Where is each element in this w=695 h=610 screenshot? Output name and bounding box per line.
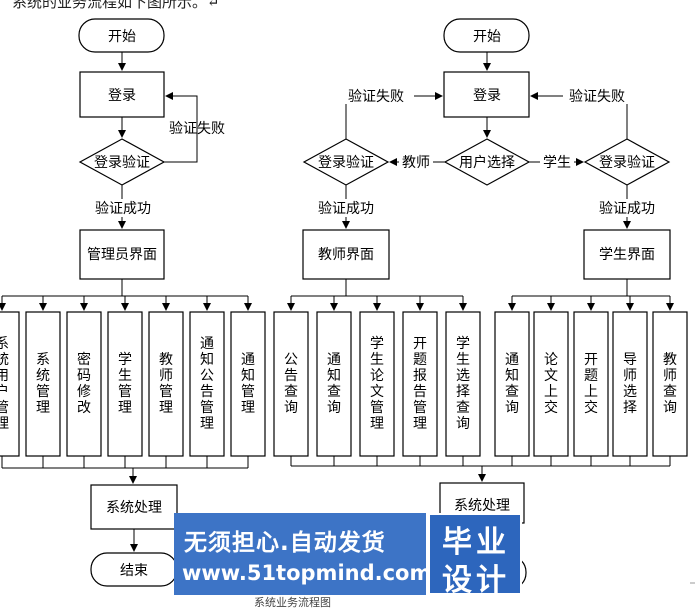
admin-module-label: 密码修改 bbox=[77, 352, 91, 416]
user-select-node bbox=[443, 138, 531, 186]
login-admin-label: 登录 bbox=[108, 88, 136, 104]
start-admin-label: 开始 bbox=[108, 29, 136, 45]
fail-teacher-label: 验证失败 bbox=[348, 89, 404, 105]
student-module-label: 导师选择 bbox=[623, 352, 637, 416]
branch-student-label: 学生 bbox=[543, 155, 571, 171]
verify-admin-label: 登录验证 bbox=[94, 155, 150, 171]
student-module-box bbox=[494, 311, 530, 457]
watermark-right1: 毕业 bbox=[442, 525, 510, 560]
watermark-banner: 无须担心.自动发货 www.51topmind.com 毕业 设计 bbox=[174, 513, 522, 598]
teacher-module-label: 通知查询 bbox=[327, 352, 341, 416]
admin-module-label: 通知公告管理 bbox=[200, 336, 214, 432]
admin-module-box bbox=[107, 311, 143, 457]
student-module-label: 论文上交 bbox=[544, 352, 558, 416]
admin-ui-node bbox=[79, 229, 165, 280]
teacher-module-label: 学生论文管理 bbox=[370, 336, 384, 432]
fail-student-label: 验证失败 bbox=[569, 89, 625, 105]
teacher-module-box bbox=[273, 311, 309, 457]
login-user-label: 登录 bbox=[473, 88, 501, 104]
process-user-label: 系统处理 bbox=[454, 498, 510, 514]
end-admin-label: 结束 bbox=[120, 563, 148, 579]
teacher-ui-label: 教师界面 bbox=[318, 247, 374, 263]
student-module-box bbox=[612, 311, 648, 457]
intro-text: 系统的业务流程如下图所示。↵ bbox=[12, 0, 220, 11]
process-admin-label: 系统处理 bbox=[106, 500, 162, 516]
login-user-node bbox=[443, 71, 530, 118]
teacher-module-box bbox=[359, 311, 395, 457]
user-select-label: 用户选择 bbox=[459, 154, 515, 171]
branch-teacher-label: 教师 bbox=[402, 155, 430, 171]
student-ui-node bbox=[583, 229, 671, 280]
admin-module-label: 系统管理 bbox=[36, 352, 50, 416]
student-module-label: 教师查询 bbox=[663, 352, 677, 416]
verify-student-label: 登录验证 bbox=[599, 155, 655, 171]
ok-teacher-label: 验证成功 bbox=[318, 201, 374, 217]
student-module-label: 通知查询 bbox=[505, 352, 519, 416]
figure-caption: 系统业务流程图 bbox=[254, 596, 331, 609]
admin-module-box bbox=[66, 311, 102, 457]
teacher-module-label: 学生选择查询 bbox=[456, 336, 470, 432]
admin-ui-label: 管理员界面 bbox=[87, 247, 157, 263]
student-module-box bbox=[652, 311, 688, 457]
admin-module-box bbox=[25, 311, 61, 457]
admin-module-box bbox=[148, 311, 184, 457]
ok-student-label: 验证成功 bbox=[599, 201, 655, 217]
admin-module-label: 学生管理 bbox=[118, 352, 132, 416]
student-module-label: 开题上交 bbox=[584, 352, 598, 416]
watermark-line2: www.51topmind.com bbox=[182, 561, 432, 585]
teacher-module-box bbox=[316, 311, 352, 457]
login-admin-node bbox=[79, 71, 165, 118]
teacher-ui-node bbox=[302, 229, 390, 280]
watermark-right2: 设计 bbox=[442, 563, 510, 598]
admin-module-box bbox=[189, 311, 225, 457]
admin-module-label: 教师管理 bbox=[159, 352, 173, 416]
admin-module-box bbox=[230, 311, 266, 457]
teacher-module-box bbox=[445, 311, 481, 457]
student-module-box bbox=[573, 311, 609, 457]
watermark-logo: 毕业 设计 bbox=[428, 513, 522, 598]
fail-admin-label: 验证失败 bbox=[169, 121, 225, 137]
teacher-module-label: 开题报告管理 bbox=[413, 336, 427, 432]
verify-teacher-label: 登录验证 bbox=[318, 155, 374, 171]
admin-module-label: 通知管理 bbox=[241, 352, 255, 416]
start-user-label: 开始 bbox=[473, 29, 501, 45]
watermark-line1: 无须担心.自动发货 bbox=[184, 530, 386, 556]
teacher-module-label: 公告查询 bbox=[284, 352, 298, 416]
ok-admin-label: 验证成功 bbox=[95, 201, 151, 217]
admin-module-label: 系统用户管理 bbox=[0, 336, 9, 432]
student-ui-label: 学生界面 bbox=[599, 247, 655, 263]
watermark-left-panel: 无须担心.自动发货 www.51topmind.com bbox=[174, 513, 431, 595]
